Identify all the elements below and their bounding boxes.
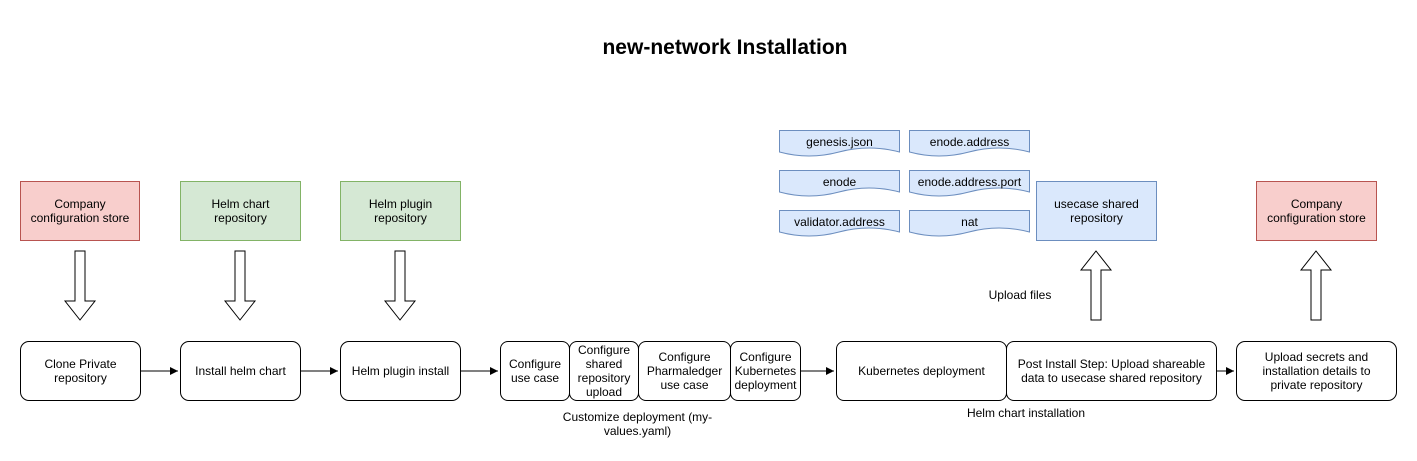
- file-enode-address-label: enode.address: [929, 135, 1010, 149]
- company-config-store-left: Company configuration store: [20, 181, 140, 241]
- file-nat: nat: [909, 210, 1030, 238]
- usecase-shared-repository: usecase shared repository: [1036, 181, 1157, 241]
- step-install-helm-chart: Install helm chart: [180, 341, 301, 401]
- down-arrow-icon: [223, 250, 257, 321]
- customize-deployment-label: Customize deployment (my-values.yaml): [562, 410, 713, 438]
- company-config-store-left-label: Company configuration store: [30, 197, 130, 225]
- step-configure-kubernetes-deployment: Configure Kubernetes deployment: [730, 341, 801, 401]
- file-enode-address-port-label: enode.address.port: [917, 175, 1022, 189]
- step-kubernetes-deployment: Kubernetes deployment: [836, 341, 1007, 401]
- document-shape-icon: [779, 130, 900, 157]
- down-arrow-icon: [63, 250, 97, 321]
- document-shape-icon: [779, 170, 900, 197]
- step-install-helm-chart-label: Install helm chart: [195, 364, 286, 378]
- step-upload-secrets: Upload secrets and installation details …: [1236, 341, 1397, 401]
- step-upload-secrets-label: Upload secrets and installation details …: [1262, 350, 1371, 392]
- file-validator-address-label: validator.address: [794, 215, 885, 229]
- document-shape-icon: [909, 170, 1030, 197]
- upload-files-label: Upload files: [988, 288, 1052, 302]
- document-shape-icon: [909, 210, 1030, 237]
- step-clone-private-repository: Clone Private repository: [20, 341, 141, 401]
- file-genesis-json: genesis.json: [779, 130, 900, 158]
- step-kubernetes-deployment-label: Kubernetes deployment: [858, 364, 985, 378]
- step-configure-use-case: Configure use case: [500, 341, 570, 401]
- step-configure-use-case-label: Configure use case: [508, 357, 562, 385]
- up-arrow-icon: [1299, 250, 1333, 321]
- step-configure-shared-upload-label: Configure shared repository upload: [577, 343, 631, 399]
- step-helm-plugin-install: Helm plugin install: [340, 341, 461, 401]
- file-enode: enode: [779, 170, 900, 198]
- step-post-install-label: Post Install Step: Upload shareable data…: [1017, 357, 1206, 385]
- file-validator-address: validator.address: [779, 210, 900, 238]
- step-configure-kubernetes-label: Configure Kubernetes deployment: [734, 350, 797, 392]
- helm-chart-installation-label: Helm chart installation: [966, 406, 1086, 420]
- file-enode-address-port: enode.address.port: [909, 170, 1030, 198]
- file-genesis-json-label: genesis.json: [806, 135, 873, 149]
- helm-plugin-repository-label: Helm plugin repository: [368, 197, 433, 225]
- company-config-store-right: Company configuration store: [1256, 181, 1377, 241]
- helm-chart-repository: Helm chart repository: [180, 181, 301, 241]
- step-clone-label: Clone Private repository: [44, 357, 117, 385]
- company-config-store-right-label: Company configuration store: [1267, 197, 1366, 225]
- file-nat-label: nat: [961, 215, 978, 229]
- helm-plugin-repository: Helm plugin repository: [340, 181, 461, 241]
- step-helm-plugin-install-label: Helm plugin install: [351, 364, 450, 378]
- step-configure-pharmaledger-label: Configure Pharmaledger use case: [646, 350, 723, 392]
- file-enode-label: enode: [822, 175, 857, 189]
- step-post-install: Post Install Step: Upload shareable data…: [1006, 341, 1217, 401]
- down-arrow-icon: [383, 250, 417, 321]
- diagram-title: new-network Installation: [602, 36, 848, 59]
- up-arrow-icon: [1079, 250, 1113, 321]
- file-enode-address: enode.address: [909, 130, 1030, 158]
- helm-chart-repository-label: Helm chart repository: [211, 197, 270, 225]
- step-configure-pharmaledger-use-case: Configure Pharmaledger use case: [638, 341, 731, 401]
- usecase-shared-repository-label: usecase shared repository: [1054, 197, 1139, 225]
- document-shape-icon: [779, 210, 900, 237]
- document-shape-icon: [909, 130, 1030, 157]
